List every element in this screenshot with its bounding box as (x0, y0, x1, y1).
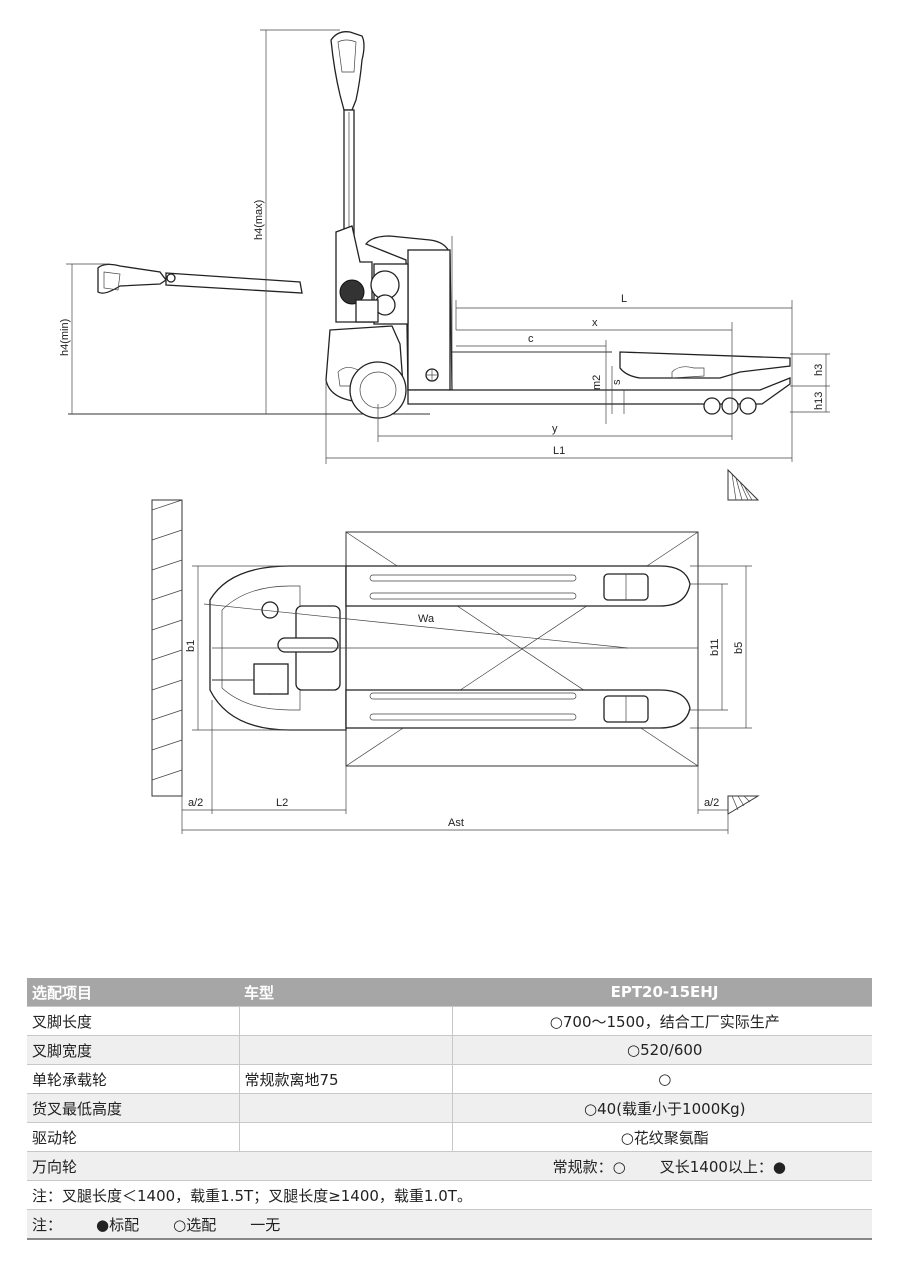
h4-max-label: h4(max) (253, 200, 265, 240)
row-value: ○700～1500，结合工厂实际生产 (452, 1006, 872, 1036)
row-value: ○40(载重小于1000Kg) (452, 1093, 872, 1123)
a2-left-label: a/2 (188, 797, 203, 809)
m2-label: m2 (591, 375, 603, 390)
y-label: y (552, 423, 558, 435)
row-model: 常规款离地75 (238, 1064, 453, 1094)
header-model: 车型 (239, 978, 452, 1007)
row-item: 货叉最低高度 (27, 1093, 239, 1123)
row-value: ○520/600 (452, 1035, 872, 1065)
s-label: s (611, 379, 623, 385)
b1-label: b1 (185, 640, 197, 652)
legend-row: 注： ●标配 ○选配 一无 (27, 1209, 872, 1240)
Ast-label: Ast (448, 817, 464, 829)
L1-label: L1 (553, 445, 565, 457)
h3-label: h3 (813, 364, 825, 376)
spec-table: 选配项目 车型 EPT20-15EHJ 叉脚长度 ○700～1500，结合工厂实… (27, 978, 872, 1240)
table-row: 驱动轮 ○花纹聚氨酯 (27, 1122, 872, 1152)
header-value: EPT20-15EHJ (452, 978, 872, 1007)
row-model (238, 1035, 453, 1065)
legend-optional: ○选配 (173, 1215, 217, 1234)
legend-none: 一无 (250, 1215, 281, 1234)
a2-right-label: a/2 (704, 797, 719, 809)
b11-label: b11 (709, 638, 721, 656)
header-item: 选配项目 (27, 978, 239, 1007)
table-row: 货叉最低高度 ○40(载重小于1000Kg) (27, 1093, 872, 1123)
caster-values: 常规款：○ 叉长1400以上：● (239, 1151, 872, 1181)
row-value: ○ (452, 1064, 872, 1094)
row-item: 单轮承载轮 (27, 1064, 239, 1094)
row-model (238, 1122, 453, 1152)
note-row: 注：叉腿长度＜1400，载重1.5T；叉腿长度≥1400，载重1.0T。 (27, 1180, 872, 1210)
row-item: 万向轮 (27, 1151, 239, 1181)
table-row-caster: 万向轮 常规款：○ 叉长1400以上：● (27, 1151, 872, 1181)
table-row: 叉脚长度 ○700～1500，结合工厂实际生产 (27, 1006, 872, 1036)
table-row: 单轮承载轮 常规款离地75 ○ (27, 1064, 872, 1094)
truck-body (325, 225, 791, 419)
load-note: 注：叉腿长度＜1400，载重1.5T；叉腿长度≥1400，载重1.0T。 (27, 1180, 872, 1210)
Wa-label: Wa (418, 613, 435, 625)
top-view: Wa b1 b11 b5 a/2 L2 a/2 Ast (151, 499, 760, 834)
side-view: h4(max) h4(min) L x c m2 s h3 h13 y (59, 29, 830, 501)
row-value: ○花纹聚氨酯 (452, 1122, 872, 1152)
row-item: 叉脚宽度 (27, 1035, 239, 1065)
legend-prefix: 注： (32, 1215, 63, 1234)
x-label: x (592, 317, 598, 329)
technical-drawing: h4(max) h4(min) L x c m2 s h3 h13 y (59, 29, 830, 834)
legend: 注： ●标配 ○选配 一无 (27, 1209, 872, 1240)
h4-min-label: h4(min) (59, 319, 71, 356)
table-header: 选配项目 车型 EPT20-15EHJ (27, 978, 872, 1007)
row-item: 驱动轮 (27, 1122, 239, 1152)
caster-long: 叉长1400以上：● (659, 1157, 786, 1176)
legend-standard: ●标配 (96, 1215, 140, 1234)
L2-label: L2 (276, 797, 288, 809)
row-model (238, 1006, 453, 1036)
upright-handle (330, 31, 365, 236)
caster-standard: 常规款：○ (552, 1157, 626, 1176)
row-item: 叉脚长度 (27, 1006, 239, 1036)
L-label: L (621, 293, 627, 305)
b5-label: b5 (733, 642, 745, 654)
table-row: 叉脚宽度 ○520/600 (27, 1035, 872, 1065)
row-model (238, 1093, 453, 1123)
lowered-handle (97, 263, 303, 294)
h13-label: h13 (813, 392, 825, 410)
c-label: c (528, 333, 534, 345)
